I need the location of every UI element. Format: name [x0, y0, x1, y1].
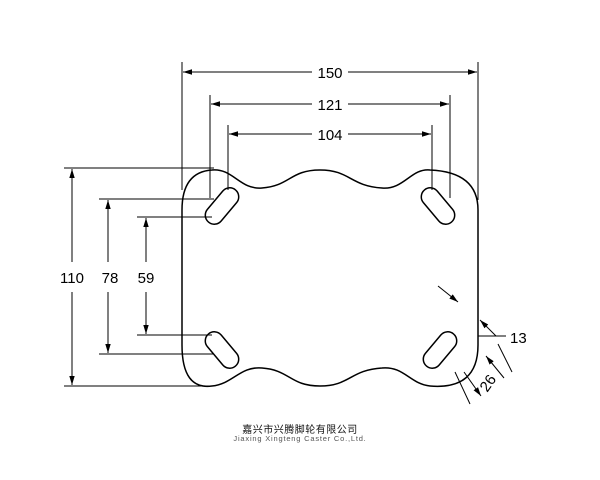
dimension-overall-height: [64, 167, 214, 387]
dimension-outer-vertical-spacing: [99, 198, 214, 355]
mounting-slot-top-left: [204, 187, 240, 225]
dimension-outer-hole-spacing: [209, 95, 451, 198]
dimension-label-121: 121: [317, 97, 342, 114]
company-name-chinese: 嘉兴市兴腾脚轮有限公司: [242, 425, 358, 436]
mounting-slot-bottom-left: [204, 331, 240, 369]
dimension-slot-length: [454, 343, 513, 405]
dimension-label-59: 59: [138, 270, 155, 287]
mounting-slot-bottom-right: [422, 331, 458, 369]
dimension-slot-width: [437, 285, 506, 337]
dimension-label-104: 104: [317, 127, 342, 144]
dimension-overall-width: [181, 62, 479, 200]
dimension-inner-vertical-spacing: [137, 216, 212, 336]
mounting-slot-top-right: [420, 187, 456, 225]
company-name-english: Jiaxing Xingteng Caster Co.,Ltd.: [233, 434, 367, 443]
dimension-label-26: 26: [477, 372, 500, 395]
plate-outline: [181, 169, 479, 388]
dimension-label-78: 78: [102, 270, 119, 287]
dimension-label-150: 150: [317, 65, 342, 82]
dimension-inner-hole-spacing: [227, 125, 433, 190]
dimension-label-13: 13: [510, 330, 527, 347]
dimension-label-110: 110: [60, 270, 84, 287]
